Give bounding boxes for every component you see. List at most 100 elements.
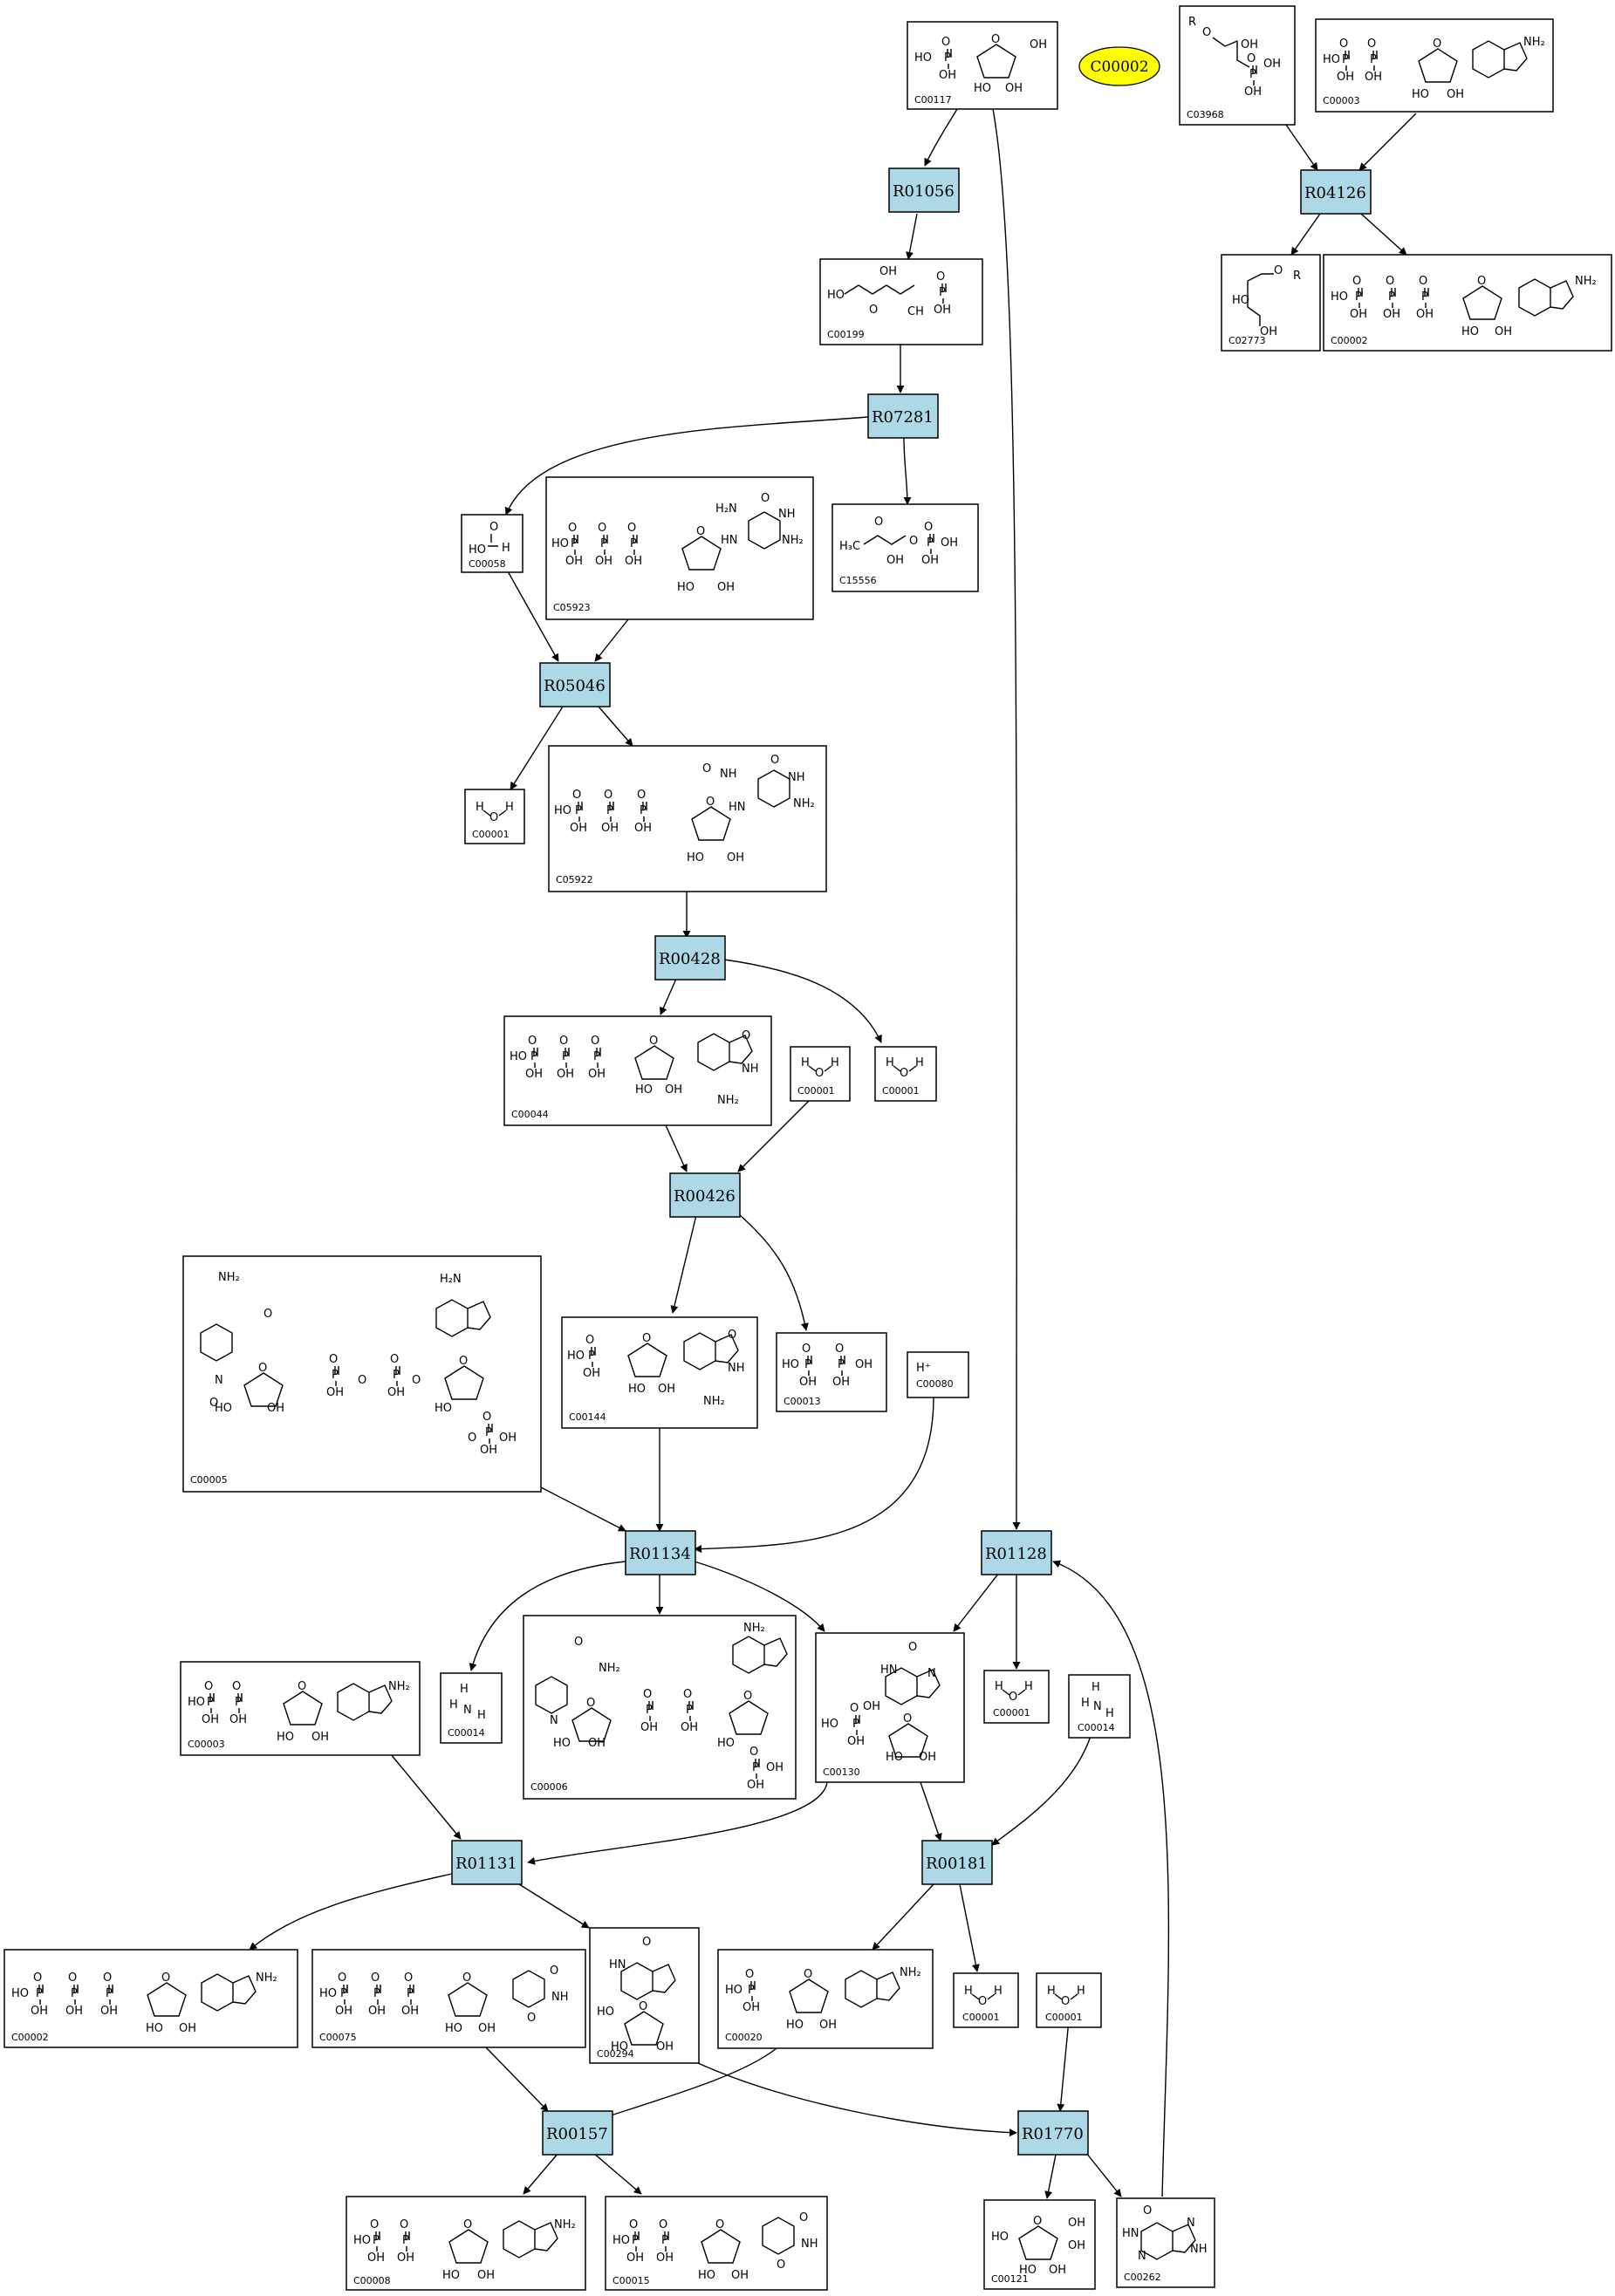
svg-text:HO: HO [146, 2022, 163, 2035]
reaction-node[interactable]: R07281 [867, 393, 939, 439]
compound-label: C00075 [319, 2032, 357, 2043]
edge-r01128-c00130 [953, 1572, 1000, 1632]
svg-text:NH₂: NH₂ [1523, 36, 1545, 49]
svg-text:HO: HO [717, 1737, 735, 1750]
compound-node[interactable]: H⁺ C00080 [907, 1351, 969, 1398]
svg-text:OH: OH [1068, 2217, 1085, 2230]
reaction-node[interactable]: R00428 [654, 935, 726, 981]
compound-node[interactable]: O HN N HO OH HO OH C00130 [815, 1632, 965, 1783]
compound-node[interactable]: HO O NH NH₂ HO OH C00144 [561, 1316, 758, 1429]
compound-node[interactable]: C00001 [790, 1046, 851, 1102]
compound-label: C00006 [530, 1781, 568, 1793]
compound-node[interactable]: HO NH₂ HO OH C00020 [717, 1949, 934, 2049]
compound-node[interactable]: HO O NH O HO OH C00015 [605, 2196, 828, 2291]
compound-node[interactable]: HO O NH O HO OH C00075 [311, 1949, 586, 2048]
inosine-structure: O HN HO HO OH [597, 1936, 676, 2053]
compound-label: C00001 [962, 2012, 1000, 2023]
compound-label: C00015 [612, 2275, 650, 2286]
reaction-node[interactable]: R04126 [1300, 169, 1372, 215]
compound-label: C00013 [784, 1396, 821, 1407]
svg-text:HO: HO [567, 1350, 585, 1363]
reaction-node[interactable]: R01131 [451, 1840, 523, 1885]
reaction-node[interactable]: R00181 [921, 1840, 993, 1885]
compound-node[interactable]: NH₂ O N O H₂N O O HO OH HO O OH C00005 [182, 1255, 542, 1493]
compound-node[interactable]: H H N H C00014 [440, 1672, 503, 1744]
svg-text:HO: HO [687, 851, 704, 864]
compound-node[interactable]: HO OH OH HO OH C00121 [983, 2199, 1096, 2290]
compound-node[interactable]: O NH₂ N NH₂ HO OH HO OH C00006 [523, 1615, 797, 1800]
svg-text:HO: HO [635, 1083, 653, 1097]
reaction-node[interactable]: R00426 [669, 1172, 741, 1218]
highlighted-compound[interactable]: C00002 [1078, 46, 1160, 86]
compound-node[interactable]: HO OH C00013 [776, 1332, 887, 1412]
compound-node[interactable]: O HN HO HO OH C00294 [589, 1927, 700, 2064]
ammonia-structure: H H N H [449, 1683, 486, 1722]
compound-label: C00144 [569, 1411, 606, 1423]
svg-text:OH: OH [855, 1358, 873, 1371]
compound-node[interactable]: HO NH₂ HO OH C00002 [3, 1949, 298, 2048]
compound-node[interactable]: R O OH OH C03968 [1179, 5, 1296, 126]
diphosphate-structure: HO OH [782, 1342, 873, 1390]
svg-text:HO: HO [886, 1751, 903, 1764]
reaction-node[interactable]: R01056 [888, 167, 960, 213]
compound-node[interactable]: C00001 [983, 1670, 1050, 1724]
compound-node[interactable]: HO OH HO OH C00117 [907, 21, 1058, 110]
compound-node[interactable]: HO NH₂ HO OH C00008 [346, 2196, 586, 2291]
svg-text:O: O [869, 304, 878, 317]
compound-node[interactable]: HO NH O O NH NH₂ HN HO OH C05922 [548, 745, 827, 892]
compound-label: C00130 [823, 1766, 860, 1778]
compound-node[interactable]: H H N H C00014 [1068, 1674, 1131, 1739]
compound-node[interactable]: HO O OH CH C00199 [819, 258, 983, 345]
svg-text:HO: HO [611, 2040, 628, 2053]
svg-text:O: O [770, 754, 779, 767]
compound-node[interactable]: C00001 [953, 1972, 1019, 2028]
reaction-label: R00157 [546, 2125, 608, 2143]
svg-text:HO: HO [782, 1358, 799, 1371]
svg-text:N: N [1187, 2217, 1195, 2230]
svg-text:NH: NH [801, 2238, 818, 2251]
edge-r00157-c00008 [523, 2152, 559, 2195]
svg-text:HO: HO [551, 537, 569, 550]
svg-text:OH: OH [665, 1083, 682, 1097]
formic-acid-structure: O HO H [469, 521, 510, 557]
compound-node[interactable]: H₃C O OH O OH C15556 [831, 503, 979, 592]
compound-node[interactable]: C00001 [1036, 1972, 1102, 2028]
svg-text:OH: OH [886, 554, 904, 567]
reaction-node[interactable]: R01770 [1017, 2110, 1089, 2156]
svg-text:HO: HO [11, 1987, 29, 2000]
reaction-label: R01128 [985, 1545, 1047, 1563]
svg-text:HO: HO [677, 581, 695, 594]
reaction-node[interactable]: R05046 [539, 662, 611, 707]
compound-node[interactable]: HO NH₂ HO OH C00003 [180, 1661, 421, 1756]
svg-text:OH: OH [588, 1737, 606, 1750]
reaction-label: R04126 [1304, 184, 1366, 202]
edge-r05046-c00001 [510, 706, 564, 790]
svg-text:NH₂: NH₂ [554, 2218, 576, 2231]
svg-text:OH: OH [879, 265, 897, 278]
reaction-node[interactable]: R01134 [625, 1530, 696, 1575]
compound-node[interactable]: HO H₂N NH NH₂ O HN HO OH C05923 [545, 476, 814, 620]
compound-node[interactable]: O HO H C00058 [461, 514, 524, 573]
svg-text:H₃C: H₃C [839, 540, 860, 553]
svg-text:OH: OH [941, 536, 958, 550]
reaction-node[interactable]: R01128 [981, 1530, 1052, 1575]
compound-label: C00008 [353, 2275, 391, 2286]
compound-node[interactable]: HO NH₂ HO OH C00002 [1323, 254, 1612, 352]
svg-text:HO: HO [510, 1050, 527, 1063]
compound-node[interactable]: O R HO OH C02773 [1221, 254, 1321, 352]
compound-node[interactable]: HO O NH NH₂ HO OH C00044 [503, 1015, 772, 1126]
compound-node[interactable]: HO NH₂ HO OH C00003 [1315, 18, 1554, 113]
nad-structure: HO NH₂ HO OH [188, 1679, 410, 1744]
svg-text:OH: OH [766, 1761, 784, 1774]
svg-text:O: O [489, 521, 498, 534]
svg-text:OH: OH [731, 2269, 749, 2282]
reaction-node[interactable]: R00157 [542, 2110, 613, 2156]
compound-node[interactable]: C00001 [464, 789, 525, 844]
compound-label: C00080 [916, 1378, 954, 1390]
svg-text:NH₂: NH₂ [743, 1622, 765, 1635]
edge-r00428-c00001c [723, 959, 882, 1043]
compound-node[interactable]: O HN N N NH C00262 [1116, 2197, 1215, 2288]
compound-label: C00001 [882, 1085, 920, 1097]
compound-node[interactable]: C00001 [874, 1046, 937, 1102]
svg-text:HO: HO [1461, 325, 1479, 338]
